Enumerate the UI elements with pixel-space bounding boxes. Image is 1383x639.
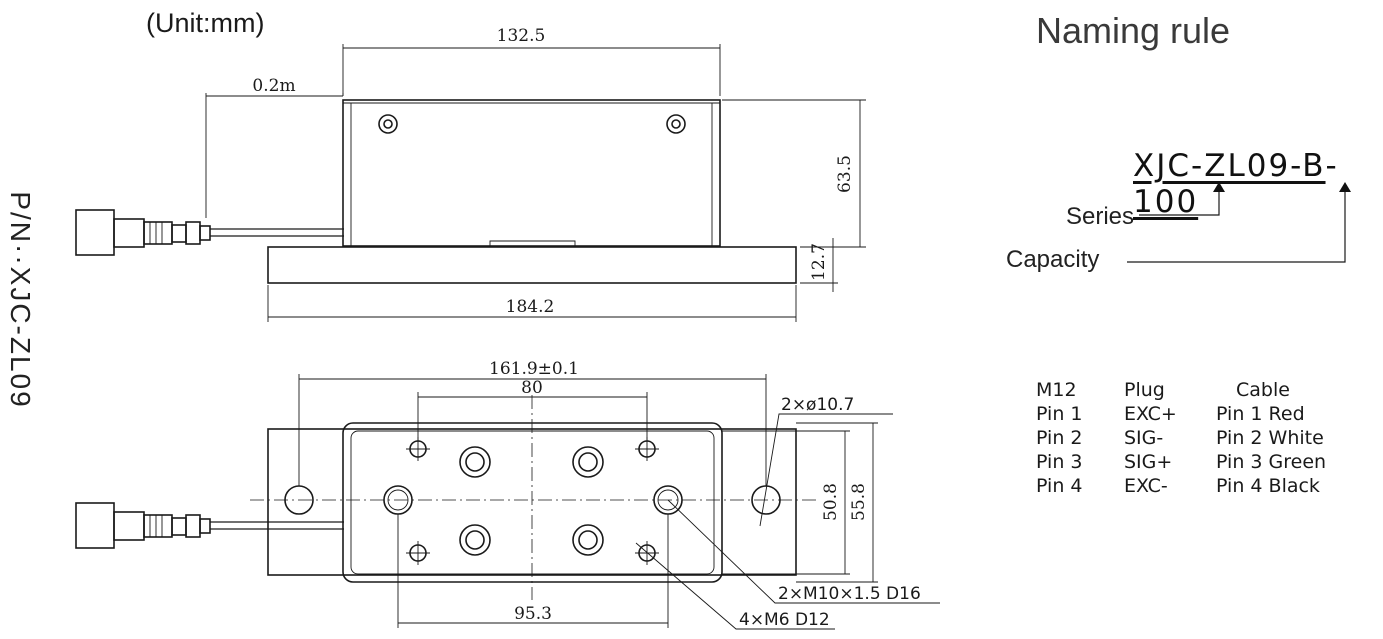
pin-cell-cable: Pin 2 White bbox=[1216, 427, 1324, 449]
side-connector-grip bbox=[149, 222, 163, 244]
side-base-plate bbox=[267, 246, 797, 284]
dim-184-2: 184.2 bbox=[506, 297, 555, 317]
top-connector-grip bbox=[149, 515, 163, 537]
dim-line-184-2 bbox=[267, 285, 797, 322]
top-centerlines bbox=[250, 395, 820, 600]
dim-50-8: 50.8 bbox=[821, 483, 841, 521]
callout-m10: 2×M10×1.5 D16 bbox=[778, 584, 921, 604]
series-leader bbox=[1139, 188, 1220, 216]
naming-code-series: XJC-ZL09-B bbox=[1133, 148, 1326, 184]
capacity-label: Capacity bbox=[1006, 246, 1100, 273]
top-connector-body bbox=[143, 514, 173, 538]
naming-code-capacity: 100 bbox=[1133, 184, 1199, 220]
top-housing bbox=[342, 422, 723, 583]
dim-12-7: 12.7 bbox=[809, 243, 829, 281]
dim-63-5: 63.5 bbox=[835, 155, 855, 193]
capacity-leader bbox=[1127, 188, 1346, 263]
side-housing-gap bbox=[489, 240, 576, 246]
top-connector-nut bbox=[113, 511, 145, 541]
series-label: Series bbox=[1066, 203, 1135, 230]
pin-cell-m12: Pin 1 bbox=[1036, 403, 1083, 425]
top-connector-end bbox=[185, 514, 201, 538]
pin-cell-m12: Pin 4 bbox=[1036, 475, 1083, 497]
naming-code-sep: - bbox=[1325, 148, 1339, 184]
dim-line-161-9 bbox=[298, 374, 767, 486]
m10-hole-right-inner bbox=[657, 489, 679, 511]
top-view: 161.9±0.1 80 95.3 50.8 55.8 2×ø10.7 2×M1… bbox=[75, 359, 940, 630]
side-screw-right-inner bbox=[671, 119, 681, 129]
side-cable bbox=[210, 228, 344, 237]
naming-code: XJC-ZL09-B- 100 bbox=[1133, 148, 1383, 220]
dim-line-cable bbox=[205, 93, 344, 218]
side-connector-nut bbox=[113, 218, 145, 248]
dim-line-132-5 bbox=[342, 44, 721, 96]
top-cable bbox=[210, 521, 344, 530]
callout-dia: 2×ø10.7 bbox=[781, 395, 854, 415]
unit-label: (Unit:mm) bbox=[146, 8, 265, 38]
pin-cell-plug: EXC+ bbox=[1124, 403, 1177, 425]
callout-m6: 4×M6 D12 bbox=[739, 610, 830, 630]
side-screw-left-inner bbox=[383, 119, 393, 129]
pin-row: Pin 3 SIG+ Pin 3 Green bbox=[1036, 450, 1383, 474]
leader-m10 bbox=[667, 499, 940, 604]
leader-m6 bbox=[635, 542, 835, 630]
side-housing bbox=[342, 99, 721, 247]
pin-header-cable: Cable bbox=[1236, 379, 1290, 401]
pin-cell-plug: SIG+ bbox=[1124, 451, 1173, 473]
top-connector-collar bbox=[171, 517, 187, 536]
naming-leaders bbox=[1127, 182, 1351, 263]
dim-line-12-7 bbox=[800, 238, 838, 292]
side-view: 132.5 0.2m 63.5 12.7 184.2 bbox=[75, 26, 866, 322]
dim-132-5: 132.5 bbox=[497, 26, 546, 46]
side-connector-tip bbox=[199, 225, 211, 241]
pin-cell-cable: Pin 4 Black bbox=[1216, 475, 1320, 497]
leader-dia bbox=[759, 413, 893, 527]
dim-161-9: 161.9±0.1 bbox=[489, 359, 579, 379]
side-screw-right bbox=[666, 114, 686, 134]
pin-cell-plug: EXC- bbox=[1124, 475, 1168, 497]
top-connector-tip bbox=[199, 518, 211, 534]
side-housing-edges bbox=[343, 102, 720, 246]
pin-cell-m12: Pin 2 bbox=[1036, 427, 1083, 449]
series-arrow bbox=[1213, 182, 1225, 192]
m6-holes bbox=[406, 437, 659, 565]
side-connector-end bbox=[185, 221, 201, 245]
dim-55-8: 55.8 bbox=[849, 483, 869, 521]
pin-row: Pin 4 EXC- Pin 4 Black bbox=[1036, 474, 1383, 498]
dim-line-50-8 bbox=[722, 430, 850, 575]
naming-rule-title: Naming rule bbox=[1036, 10, 1231, 51]
side-connector-body bbox=[143, 221, 173, 245]
pin-header-m12: M12 bbox=[1036, 379, 1077, 401]
pin-cell-plug: SIG- bbox=[1124, 427, 1164, 449]
dim-line-55-8 bbox=[796, 422, 878, 583]
pin-cell-m12: Pin 3 bbox=[1036, 451, 1083, 473]
dim-80: 80 bbox=[521, 378, 543, 398]
top-housing-inner bbox=[350, 430, 715, 575]
side-connector-collar bbox=[171, 224, 187, 243]
pin-table-header: M12 Plug Cable bbox=[1036, 378, 1383, 402]
pin-table: M12 Plug Cable Pin 1 EXC+ Pin 1 Red Pin … bbox=[1036, 378, 1383, 498]
dim-95-3: 95.3 bbox=[514, 604, 552, 624]
bolt-heads bbox=[459, 446, 604, 556]
capacity-arrow bbox=[1339, 182, 1351, 192]
pin-cell-cable: Pin 1 Red bbox=[1216, 403, 1305, 425]
pin-header-plug: Plug bbox=[1124, 379, 1165, 401]
side-connector-plug bbox=[75, 209, 115, 256]
dim-0-2m: 0.2m bbox=[252, 76, 295, 96]
pin-row: Pin 1 EXC+ Pin 1 Red bbox=[1036, 402, 1383, 426]
top-connector-plug bbox=[75, 502, 115, 549]
side-screw-left bbox=[378, 114, 398, 134]
pin-row: Pin 2 SIG- Pin 2 White bbox=[1036, 426, 1383, 450]
pin-cell-cable: Pin 3 Green bbox=[1216, 451, 1327, 473]
dim-line-80 bbox=[417, 392, 648, 441]
m10-hole-left-inner bbox=[387, 489, 409, 511]
